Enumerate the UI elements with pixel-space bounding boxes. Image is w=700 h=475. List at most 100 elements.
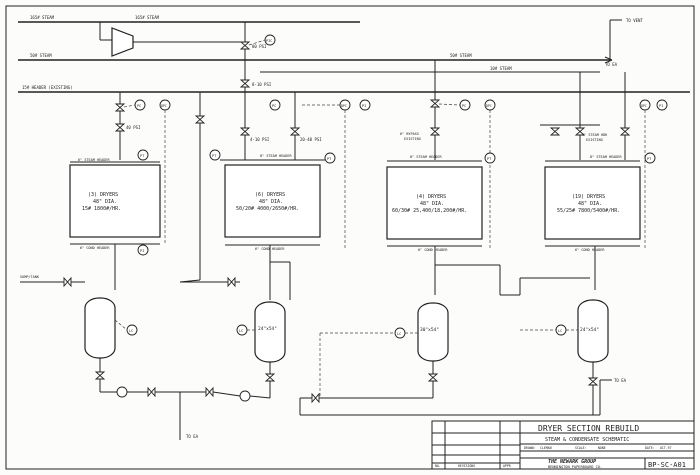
valve-bottom-2 [205, 386, 214, 398]
title-block-drawn-by: CLEMAN [540, 446, 552, 450]
dryer-box-3 [386, 166, 483, 240]
tank-4-size: 24"x54" [580, 327, 599, 333]
label-lc-4: LC [558, 329, 562, 333]
valve-bottom-3 [311, 392, 320, 404]
valve-drain-2 [264, 373, 276, 382]
valve-d2-a [239, 127, 251, 136]
label-lc-1: LC [129, 329, 133, 333]
label-sump-tank: SUMP/TANK [20, 275, 40, 279]
instrument-pt-d1 [137, 149, 149, 161]
tank-1 [84, 297, 116, 359]
label-d1-psi: 40 PSI [126, 125, 141, 130]
tank-3-size: 30"x54" [420, 327, 439, 333]
label-bypass-2: EXISTING [404, 137, 421, 141]
pump-2 [239, 390, 251, 402]
label-bypass-1: 6" BYPASS [400, 132, 419, 136]
valve-d3-b [429, 127, 441, 136]
valve-d4-c [549, 127, 561, 136]
title-block-scale-value: NONE [598, 446, 606, 450]
label-165-steam: 165# STEAM [30, 15, 55, 20]
dryer-box-1 [69, 164, 161, 238]
label-lc-3: LC [397, 332, 401, 336]
title-block-title: DRYER SECTION REBUILD [538, 424, 639, 433]
valve-d2-b [289, 127, 301, 136]
title-block-drawn-label: DRAWN: [524, 446, 536, 450]
label-pi-d1: PI [140, 249, 144, 253]
dryer-1-rating: 15# 1800#/HR. [82, 206, 121, 212]
dryer-3-cond-header: 6" COND HEADER [418, 248, 448, 252]
dryer-2-title: (6) DRYERS [255, 192, 285, 198]
instrument-pi-d2 [359, 99, 371, 111]
label-15-header: 15# HEADER (EXISTING) [22, 85, 73, 90]
dryer-4-steam-header: 8" STEAM HEADER [590, 155, 623, 159]
label-pi-d4: PI [659, 104, 663, 108]
dryer-1-dia: 48" DIA. [93, 199, 117, 205]
label-pc-d1: PC [137, 104, 141, 108]
title-block-subtitle: STEAM & CONDENSATE SCHEMATIC [545, 437, 629, 443]
label-pt-d2: PT [212, 154, 217, 158]
dryer-1-cond-header: 6" COND HEADER [80, 246, 110, 250]
dryer-2-dia: 48" DIA. [259, 199, 283, 205]
turbine-symbol [111, 27, 134, 57]
label-pt-d1: PT [140, 154, 145, 158]
label-dpc-d1: DPC [161, 104, 167, 108]
title-block-date-label: DATE: [645, 446, 655, 450]
valve-drain-1 [94, 371, 106, 380]
dryer-4-title: (19) DRYERS [572, 194, 605, 200]
label-80-psi: 80 PSI [252, 44, 267, 49]
label-50-steam: 50# STEAM [30, 53, 52, 58]
title-block-date-value: OCT-97 [660, 446, 672, 450]
label-pt-d3: PT [487, 157, 492, 161]
valve-top-1 [239, 41, 251, 50]
title-block-scale-label: SCALE: [575, 446, 587, 450]
tank-2 [254, 301, 286, 363]
dryer-3-dia: 48" DIA. [420, 201, 444, 207]
instrument-pt-d2b [324, 152, 336, 164]
label-to-ea-1: TO EA [605, 62, 618, 67]
dryer-4-dia: 48" DIA. [578, 201, 602, 207]
label-dpc-d4: DPC [641, 104, 647, 108]
label-pt-d4: PT [647, 157, 652, 161]
dryer-3-rating: 60/30# 25,400/18,200#/HR. [392, 208, 467, 214]
title-block-revisions: REVISIONS [458, 464, 475, 468]
dryer-box-2 [224, 164, 321, 238]
dryer-3-title: (4) DRYERS [416, 194, 446, 200]
valve-drain-3 [427, 373, 439, 382]
label-pc-d2: PC [272, 104, 276, 108]
valve-d2-bypass [194, 115, 206, 124]
label-pc-d3: PC [462, 104, 466, 108]
tank-2-size: 24"x54" [258, 326, 277, 332]
dryer-box-4 [544, 166, 641, 240]
valve-d4-a [574, 127, 586, 136]
label-to-vent: TO VENT [626, 18, 643, 23]
valve-d1-b [114, 123, 126, 132]
valve-bottom-1 [147, 386, 156, 398]
label-pic-top: PIC [266, 39, 272, 43]
valve-drain-4 [587, 377, 599, 386]
valve-d4-b [619, 127, 631, 136]
dryer-1-title: (3) DRYERS [88, 192, 118, 198]
title-block [431, 420, 695, 470]
instrument-pt-d4 [644, 152, 656, 164]
title-block-company: THE NEWARK GROUP [548, 459, 596, 465]
title-block-no: NO. [435, 464, 441, 468]
label-bypass-3: 4" STEAM HDR [582, 133, 608, 137]
label-10-steam: 10# STEAM [490, 66, 512, 71]
label-d2-psi-b: 20-40 PSI [300, 137, 322, 142]
instrument-pt-d2 [209, 149, 221, 161]
valve-d3-a [429, 99, 441, 108]
drawing-number: BP-SC-A01 [648, 461, 686, 469]
label-bypass-4: EXISTING [586, 138, 603, 142]
instrument-pt-d3 [484, 152, 496, 164]
instrument-pi-d4 [656, 99, 668, 111]
sheet-border [5, 5, 695, 470]
label-dpc-d3: DPC [486, 104, 492, 108]
valve-d1-a [114, 103, 126, 112]
label-165-steam-right: 165# STEAM [135, 15, 160, 20]
dryer-4-rating: 55/25# 7800/5400#/HR. [557, 208, 620, 214]
valve-top-2 [239, 79, 251, 88]
dryer-3-steam-header: 8" STEAM HEADER [410, 155, 443, 159]
label-dpc-d2: DPC [341, 104, 347, 108]
